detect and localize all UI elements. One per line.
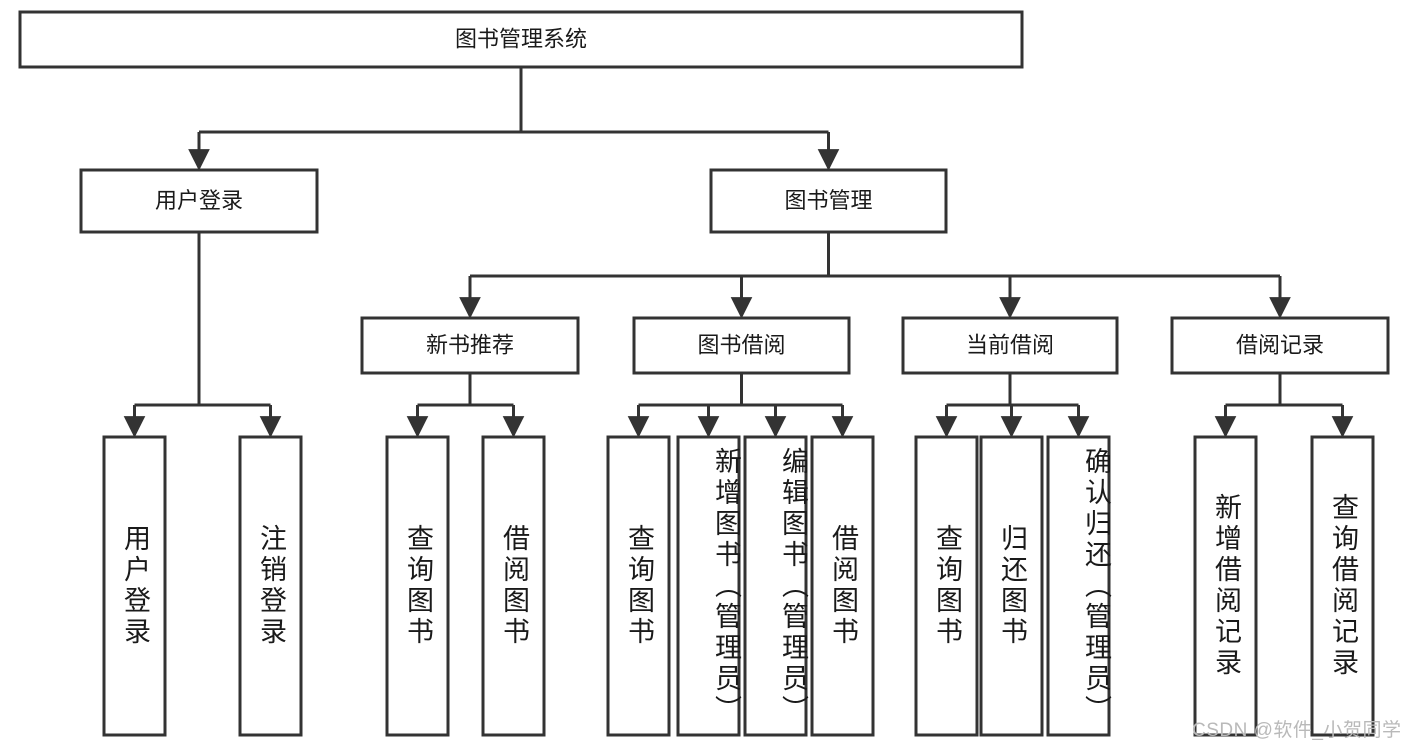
node-label-level3-1: 图书借阅 [697,332,785,357]
leaf-box-10[interactable] [1046,435,1111,737]
leaf-box-11[interactable] [1193,435,1258,737]
node-box-level2-1[interactable] [709,168,948,234]
node-label-level3-0: 新书推荐 [426,332,514,357]
node-box-level3-0[interactable] [360,316,580,375]
leaf-box-12[interactable] [1310,435,1375,737]
leaf-box-1[interactable] [238,435,303,737]
node-box-level2-0[interactable] [79,168,319,234]
leaf-box-8[interactable] [914,435,979,737]
node-label-root: 图书管理系统 [455,26,587,51]
leaf-box-9[interactable] [979,435,1044,737]
node-label-level2-1: 图书管理 [784,188,872,213]
connectors-layer [123,67,1354,438]
boxes-layer [18,10,1390,737]
leaf-box-6[interactable] [743,435,808,737]
watermark-text: CSDN @软件_小贺同学 [1192,720,1402,741]
node-box-level3-1[interactable] [632,316,851,375]
leaf-box-2[interactable] [385,435,450,737]
node-box-root[interactable] [18,10,1024,69]
leaf-box-5[interactable] [676,435,741,737]
leaf-box-0[interactable] [102,435,167,737]
node-label-level3-3: 借阅记录 [1236,332,1324,357]
leaf-box-4[interactable] [606,435,671,737]
leaf-box-7[interactable] [810,435,875,737]
node-box-level3-3[interactable] [1170,316,1390,375]
node-box-level3-2[interactable] [901,316,1119,375]
node-label-level2-0: 用户登录 [155,188,243,213]
node-label-level3-2: 当前借阅 [966,332,1054,357]
leaf-box-3[interactable] [481,435,546,737]
